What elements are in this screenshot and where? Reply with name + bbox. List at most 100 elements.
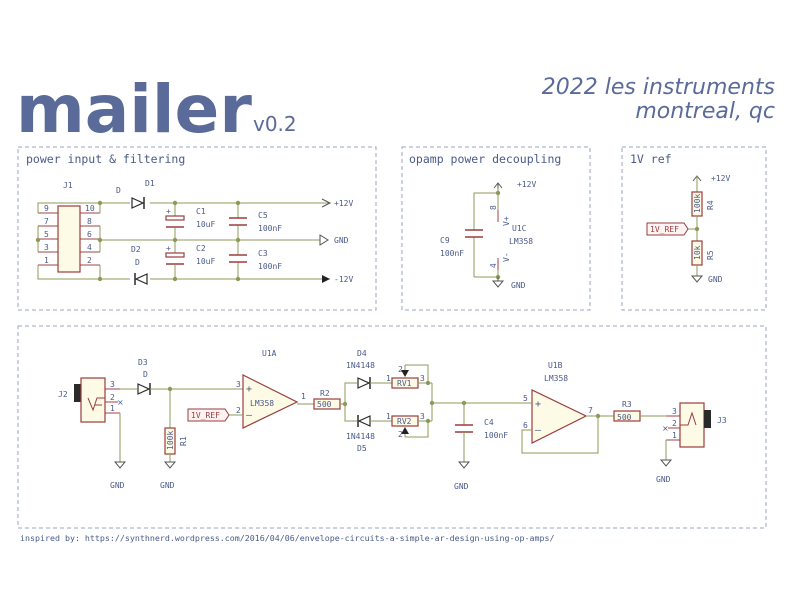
u1c-vplus: V+ bbox=[502, 216, 511, 226]
d5-type: 1N4148 bbox=[346, 432, 375, 441]
u1c-pin-4: 4 bbox=[489, 263, 498, 268]
r4-ref: R4 bbox=[706, 200, 715, 210]
c3-capacitor-symbol bbox=[229, 254, 247, 263]
r5-ref: R5 bbox=[706, 250, 715, 260]
r1-ref: R1 bbox=[179, 436, 188, 446]
rv2-wiper-icon bbox=[401, 427, 409, 434]
r2-ref: R2 bbox=[320, 389, 330, 398]
c1-ref: C1 bbox=[196, 207, 206, 216]
r3-value: 500 bbox=[617, 413, 632, 422]
d2-diode-symbol bbox=[130, 273, 150, 285]
power-minus12-label: -12V bbox=[334, 275, 353, 284]
c2-ref: C2 bbox=[196, 244, 206, 253]
j1-pin-5: 5 bbox=[44, 230, 49, 239]
u1c-pin-8: 8 bbox=[489, 205, 498, 210]
d3-type: D bbox=[143, 370, 148, 379]
u1b-ref: U1B bbox=[548, 361, 563, 370]
j2-pin-1: 1 bbox=[110, 404, 115, 413]
d4-ref: D4 bbox=[357, 349, 367, 358]
r1-gnd-label: GND bbox=[160, 481, 175, 490]
d1-diode-symbol bbox=[130, 197, 150, 209]
d3-ref: D3 bbox=[138, 358, 148, 367]
j1-pin-lines bbox=[38, 212, 100, 266]
j1-pin-8: 8 bbox=[87, 217, 92, 226]
u1c-ref: U1C bbox=[512, 224, 527, 233]
j2-pin-2: 2 bbox=[110, 393, 115, 402]
c4-ref: C4 bbox=[484, 418, 494, 427]
u1a-opamp-body bbox=[242, 374, 299, 429]
rv2-pin-1: 1 bbox=[386, 412, 391, 421]
decoupling-plus12-label: +12V bbox=[517, 180, 536, 189]
power-plus12-label: +12V bbox=[334, 199, 353, 208]
r1-value: 100k bbox=[166, 431, 175, 450]
c3-ref: C3 bbox=[258, 249, 268, 258]
j2-label: J2 bbox=[58, 390, 68, 399]
j1-pin-1: 1 bbox=[44, 256, 49, 265]
d3-diode-symbol bbox=[137, 383, 151, 395]
c1-capacitor-symbol: + bbox=[165, 207, 185, 228]
c4-gnd-icon bbox=[457, 461, 471, 469]
vref-net-label: 1V_REF bbox=[650, 225, 679, 234]
d4-type: 1N4148 bbox=[346, 361, 375, 370]
power-gnd-label: GND bbox=[334, 236, 349, 245]
vref-circuit: +12V 100k R4 1V_REF 10k R5 GND bbox=[646, 174, 730, 284]
j2-body bbox=[80, 377, 106, 423]
vref-section-title: 1V ref bbox=[630, 152, 672, 166]
c4-value: 100nF bbox=[484, 431, 508, 440]
j1-label: J1 bbox=[63, 181, 73, 190]
location: montreal, qc bbox=[635, 99, 775, 124]
c2-value: 10uF bbox=[196, 257, 215, 266]
j2-gnd-label: GND bbox=[110, 481, 125, 490]
j3-sleeve bbox=[704, 410, 711, 428]
c9-ref: C9 bbox=[440, 236, 450, 245]
r5-value: 10k bbox=[693, 245, 702, 260]
decoupling-gnd-label: GND bbox=[511, 281, 526, 290]
c3-value: 100nF bbox=[258, 262, 282, 271]
u1a-ref: U1A bbox=[262, 349, 277, 358]
decoupling-circuit: +12V GND C9 100nF 8 4 V+ V- U1C LM358 bbox=[440, 180, 536, 290]
vref-plus12-label: +12V bbox=[711, 174, 730, 183]
c5-value: 100nF bbox=[258, 224, 282, 233]
svg-text:–: – bbox=[535, 425, 542, 436]
gnd-flag-icon bbox=[319, 234, 329, 246]
r2-value: 500 bbox=[317, 400, 332, 409]
decoupling-section-title: opamp power decoupling bbox=[409, 152, 561, 166]
d1-type: D bbox=[116, 186, 121, 195]
j2-pin-3: 3 bbox=[110, 380, 115, 389]
credit-text: inspired by: https://synthnerd.wordpress… bbox=[20, 533, 554, 543]
j2-gnd-icon bbox=[113, 461, 127, 469]
svg-text:+: + bbox=[246, 384, 252, 395]
d2-type: D bbox=[135, 258, 140, 267]
d5-diode-symbol bbox=[357, 415, 371, 427]
rv1-pin-1: 1 bbox=[386, 374, 391, 383]
j1-pin-2: 2 bbox=[87, 256, 92, 265]
j1-pin-7: 7 bbox=[44, 217, 49, 226]
j1-pin-4: 4 bbox=[87, 243, 92, 252]
c9-capacitor-symbol bbox=[465, 229, 483, 238]
u1b-pin-5: 5 bbox=[523, 394, 528, 403]
vref-gnd-label: GND bbox=[708, 275, 723, 284]
minus12-arrow-icon bbox=[322, 275, 330, 283]
svg-text:+: + bbox=[166, 207, 171, 216]
d5-ref: D5 bbox=[357, 444, 367, 453]
rv1-ref: RV1 bbox=[397, 379, 412, 388]
u1a-type: LM358 bbox=[250, 399, 274, 408]
j2-nc-icon: × bbox=[117, 398, 124, 407]
r4-value: 100k bbox=[693, 194, 702, 213]
j1-pin-9: 9 bbox=[44, 204, 49, 213]
c9-value: 100nF bbox=[440, 249, 464, 258]
u1a-pin-3: 3 bbox=[236, 380, 241, 389]
j3-gnd-label: GND bbox=[656, 475, 671, 484]
j3-pin-1: 1 bbox=[672, 431, 677, 440]
project-name: mailer bbox=[16, 71, 252, 148]
rv2-pin-3: 3 bbox=[420, 412, 425, 421]
j3-gnd-icon bbox=[659, 459, 673, 467]
c1-value: 10uF bbox=[196, 220, 215, 229]
decoupling-section-box bbox=[401, 146, 591, 311]
project-version: v0.2 bbox=[253, 112, 297, 136]
rv1-pin-3: 3 bbox=[420, 374, 425, 383]
j3-pin-3: 3 bbox=[672, 407, 677, 416]
r1-gnd-icon bbox=[163, 461, 177, 469]
u1c-type: LM358 bbox=[509, 237, 533, 246]
